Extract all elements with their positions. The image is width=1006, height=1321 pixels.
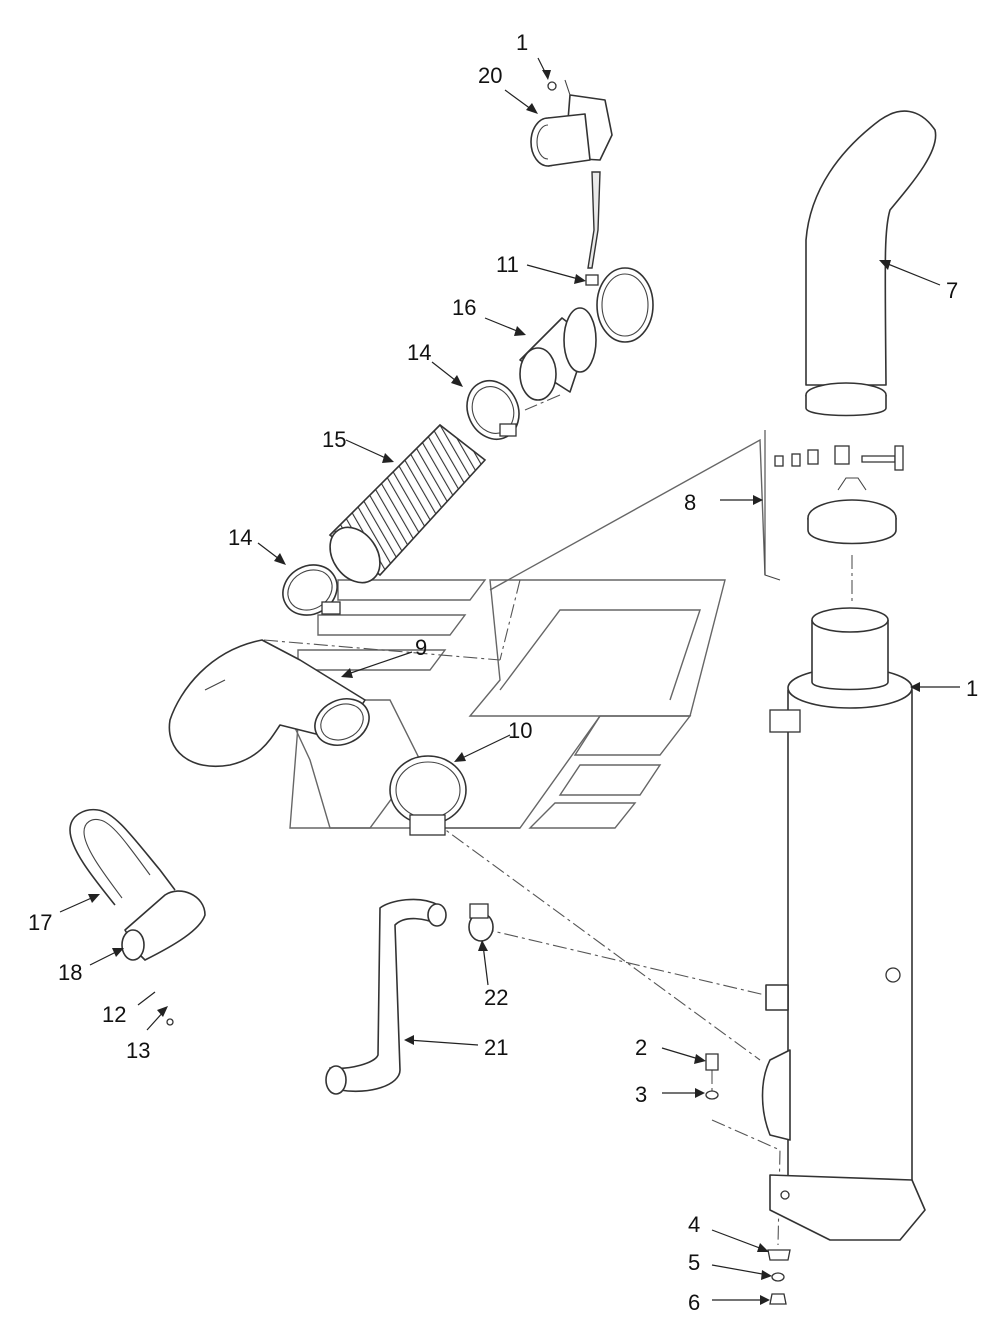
callout-17: 17 [28, 910, 52, 935]
tail-pipe [325, 898, 447, 1095]
flange-adapter [530, 79, 613, 167]
callout-6: 6 [688, 1290, 700, 1315]
callout-18: 18 [58, 960, 82, 985]
flexible-hose [328, 423, 487, 584]
hose-clamp-lower [282, 564, 341, 616]
exhaust-stack [805, 110, 937, 417]
callout-19: 1 [516, 30, 528, 55]
callout-14-lower: 14 [228, 525, 252, 550]
callout-13: 13 [126, 1038, 150, 1063]
callout-21: 21 [484, 1035, 508, 1060]
bolt-and-washer [705, 1053, 719, 1100]
rain-cap [69, 808, 206, 1026]
elbow-pipe [168, 639, 370, 768]
callout-5: 5 [688, 1250, 700, 1275]
small-clamp [468, 903, 494, 942]
large-band-clamp [389, 755, 467, 836]
callout-11: 11 [496, 252, 519, 277]
hose-clamp-upper [466, 380, 520, 440]
callout-1: 1 [966, 676, 978, 701]
callout-8: 8 [684, 490, 696, 515]
bracket-washer-nut [767, 1249, 791, 1305]
callout-10: 10 [508, 718, 532, 743]
callout-7: 7 [946, 278, 958, 303]
flex-strap [587, 171, 601, 269]
callout-16: 16 [452, 295, 476, 320]
reducer-sleeve [519, 307, 597, 401]
callout-3: 3 [635, 1082, 647, 1107]
callout-15: 15 [322, 427, 346, 452]
clamp-hardware-kit [764, 430, 904, 581]
callout-4: 4 [688, 1212, 700, 1237]
callout-2: 2 [635, 1035, 647, 1060]
callout-9: 9 [415, 635, 427, 660]
callout-labels: 1 20 11 16 14 15 14 9 10 8 7 1 17 18 12 … [28, 30, 978, 1315]
muffler [761, 607, 926, 1241]
callout-20: 20 [478, 63, 502, 88]
callout-22: 22 [484, 985, 508, 1010]
leader-lines [59, 57, 960, 1305]
watermark-logo [280, 438, 766, 829]
band-clamp-upper [585, 267, 654, 343]
callout-12: 12 [102, 1002, 126, 1027]
callout-14-upper: 14 [407, 340, 431, 365]
